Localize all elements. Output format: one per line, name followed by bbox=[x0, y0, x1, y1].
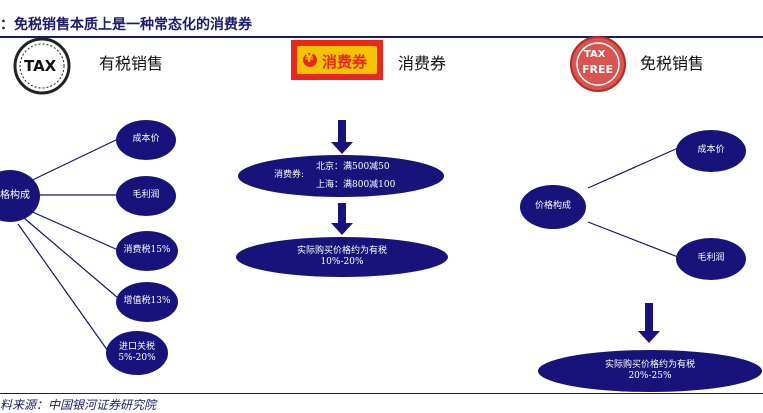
tax-logo-icon bbox=[13, 37, 71, 95]
tax-logo-text: TAX bbox=[24, 57, 57, 75]
middle-result-node: 实际购买价格约为有税 10%-20% bbox=[236, 237, 448, 277]
connector-line bbox=[23, 217, 119, 299]
header-tax-sales: 有税销售 bbox=[99, 54, 164, 73]
down-arrow-icon bbox=[331, 120, 353, 154]
connector-line bbox=[21, 138, 119, 186]
left-cost-node: 成本价 bbox=[116, 120, 176, 160]
right-result-node: 实际购买价格约为有税 20%-25% bbox=[538, 350, 762, 392]
source-note: 料来源：中国银河证券研究院 bbox=[0, 398, 157, 412]
header-tax-free-sales: 免税销售 bbox=[640, 54, 705, 73]
connector-line bbox=[587, 221, 679, 258]
coupon-logo-text: 消费券 bbox=[322, 53, 368, 71]
right-price-composition-node: 价格构成 bbox=[520, 185, 586, 229]
header-coupon: 消费券 bbox=[398, 54, 447, 73]
coupon-beijing: 北京：满500减50 bbox=[316, 162, 390, 172]
tax-free-seal-icon bbox=[570, 36, 626, 92]
title-rule bbox=[0, 36, 763, 38]
source-rule bbox=[0, 393, 763, 394]
connector-line bbox=[587, 147, 679, 189]
seal-text-tax: TAX bbox=[584, 49, 606, 60]
down-arrow-icon bbox=[638, 303, 660, 343]
coupon-banner-icon bbox=[291, 40, 383, 80]
down-arrow-icon bbox=[331, 203, 353, 235]
left-vat-node: 增值税13% bbox=[116, 282, 178, 322]
right-cost-node: 成本价 bbox=[676, 130, 746, 172]
left-gross-profit-node: 毛利润 bbox=[116, 176, 176, 216]
figure-title: ：免税销售本质上是一种常态化的消费券 bbox=[0, 17, 252, 33]
coupon-shanghai: 上海：满800减100 bbox=[316, 180, 396, 190]
right-gross-profit-node: 毛利润 bbox=[676, 238, 746, 280]
coupon-node-label: 消费券: bbox=[274, 170, 305, 180]
left-consumption-tax-node: 消费税15% bbox=[116, 231, 178, 271]
left-import-duty-node: 进口关税 5%-20% bbox=[106, 331, 168, 375]
connector-line bbox=[27, 209, 119, 251]
yen-icon: ¥ bbox=[305, 51, 314, 65]
seal-text-free: FREE bbox=[582, 63, 614, 76]
coupon-node: 消费券: 北京：满500减50 上海：满800减100 bbox=[238, 155, 444, 197]
connector-line bbox=[17, 223, 109, 352]
